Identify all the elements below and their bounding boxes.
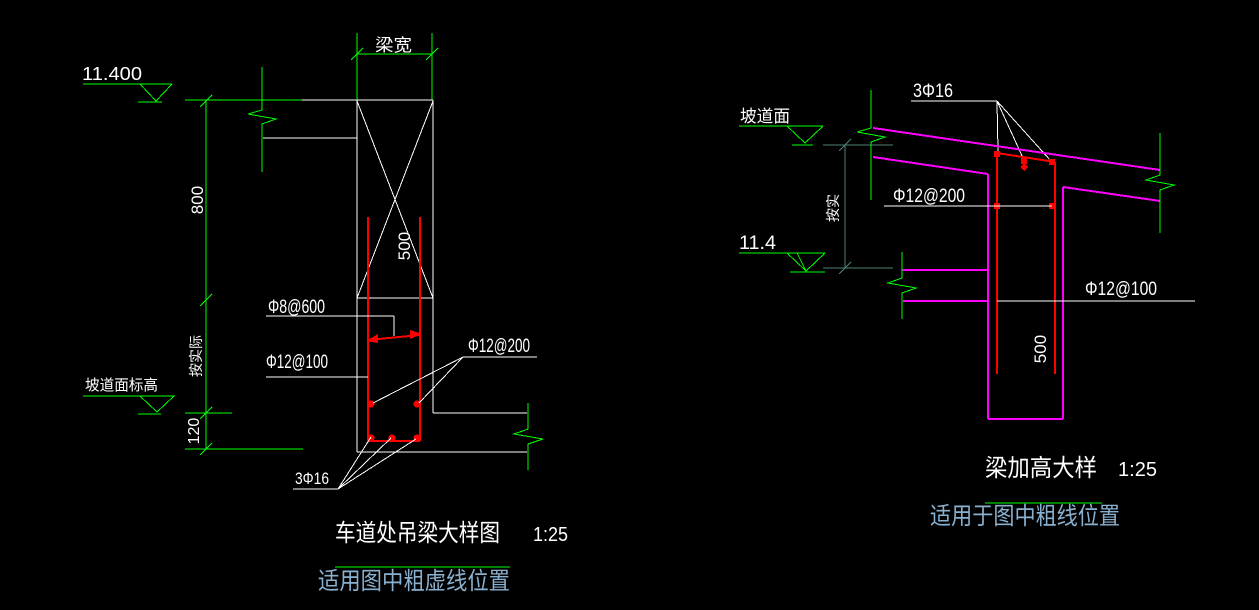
heightened-beam-outline — [872, 127, 1161, 420]
rebar-diamond — [1020, 163, 1028, 171]
dim-120-label: 120 — [186, 418, 203, 445]
elevation-marker-114: 11.4 — [739, 233, 826, 273]
dim-tick — [350, 47, 364, 61]
ramp-elevation-marker: 坡道面标高 — [83, 377, 175, 415]
lane-hanging-beam-detail: 11.400 梁宽 — [82, 33, 568, 595]
left-detail-note: 适用图中粗虚线位置 — [318, 568, 510, 595]
elevation-triangle-icon — [786, 125, 824, 144]
ramp-slab-soffit-right — [1062, 186, 1161, 202]
dim-800-label: 800 — [188, 186, 207, 214]
bottom-bars-callout: 3Φ16 — [295, 469, 329, 488]
cross-brace — [356, 100, 434, 299]
beam-outline: 500 — [356, 99, 544, 470]
leader-line — [418, 356, 464, 404]
right-detail-note: 适用于图中粗线位置 — [930, 503, 1120, 530]
dim-tick — [199, 94, 213, 108]
beam-width-dimension: 梁宽 — [350, 33, 439, 100]
rebar-group — [994, 151, 1056, 374]
rebar-dot — [1021, 158, 1027, 164]
vertical-dimension-chain: 800 按实际 120 — [185, 94, 303, 456]
leader-line — [337, 438, 417, 490]
ramp-elevation-label: 坡道面标高 — [85, 377, 158, 394]
tie-arrowhead-icon — [366, 334, 378, 343]
low-bar-callout: Φ12@100 — [1085, 279, 1157, 300]
elevation-marker-11400: 11.400 — [82, 64, 173, 103]
dim-tick — [838, 138, 852, 152]
stirrup-mid-callout: Φ12@200 — [468, 336, 530, 357]
break-line-icon — [247, 67, 278, 172]
elevation-value: 11.4 — [739, 233, 776, 254]
break-line-icon — [1144, 133, 1176, 233]
dim-500-label: 500 — [395, 232, 414, 260]
ramp-slab-soffit-left — [872, 156, 989, 175]
elevation-value: 11.400 — [82, 64, 142, 84]
leader-line — [337, 436, 372, 490]
leader-line — [372, 356, 464, 404]
rebar-callouts: Φ8@600 Φ12@100 Φ12@200 3Φ16 — [266, 297, 537, 490]
rebar-dot — [1049, 159, 1055, 165]
leader-line — [996, 100, 1052, 162]
beam-heightening-detail: 3Φ16 坡道面 按实 11.4 — [739, 81, 1195, 530]
elevation-triangle-icon — [139, 83, 173, 102]
right-detail-title: 梁加高大样 — [985, 455, 1097, 482]
ramp-surface-marker: 坡道面 — [739, 107, 824, 146]
dim-tick — [199, 293, 213, 307]
break-line-icon — [856, 90, 887, 200]
leader-line — [337, 437, 392, 490]
elevation-triangle-icon — [786, 252, 826, 272]
dim-as-built-label: 按实 — [825, 194, 841, 222]
tie-callout: Φ8@600 — [268, 297, 325, 318]
break-line-icon — [512, 403, 544, 470]
left-detail-scale: 1:25 — [533, 524, 568, 546]
dim-tick — [838, 261, 852, 275]
top-bars-callout-group: 3Φ16 — [911, 81, 1052, 162]
stirrup-top — [996, 152, 1056, 163]
beam-width-label: 梁宽 — [375, 36, 412, 55]
leader-line — [996, 100, 999, 152]
rebar-dot — [413, 400, 421, 408]
slab-edge-lines — [185, 67, 357, 172]
rebar-dot — [388, 434, 396, 442]
as-built-dimension: 按实 — [823, 138, 893, 275]
left-detail-title: 车道处吊梁大样图 — [335, 520, 500, 547]
top-bars-callout: 3Φ16 — [913, 81, 953, 102]
right-detail-scale: 1:25 — [1118, 459, 1157, 481]
tie-arrowhead-icon — [410, 330, 422, 339]
dim-tick — [425, 47, 439, 61]
dim-as-built-label: 按实际 — [188, 335, 204, 377]
break-line-icon — [886, 252, 918, 319]
rebar-dot — [367, 400, 375, 408]
dim-500-label: 500 — [1031, 335, 1050, 363]
elevation-triangle-diagonal — [796, 252, 807, 272]
ramp-slab-top — [872, 127, 1161, 171]
stirrup-dense-callout: Φ12@100 — [266, 352, 328, 373]
elevation-triangle-icon — [139, 395, 175, 413]
mid-bar-callout: Φ12@200 — [893, 186, 965, 207]
ramp-surface-label: 坡道面 — [740, 107, 790, 126]
rebar-callouts: Φ12@200 Φ12@100 — [884, 186, 1195, 302]
rebar-dot — [994, 151, 1000, 157]
